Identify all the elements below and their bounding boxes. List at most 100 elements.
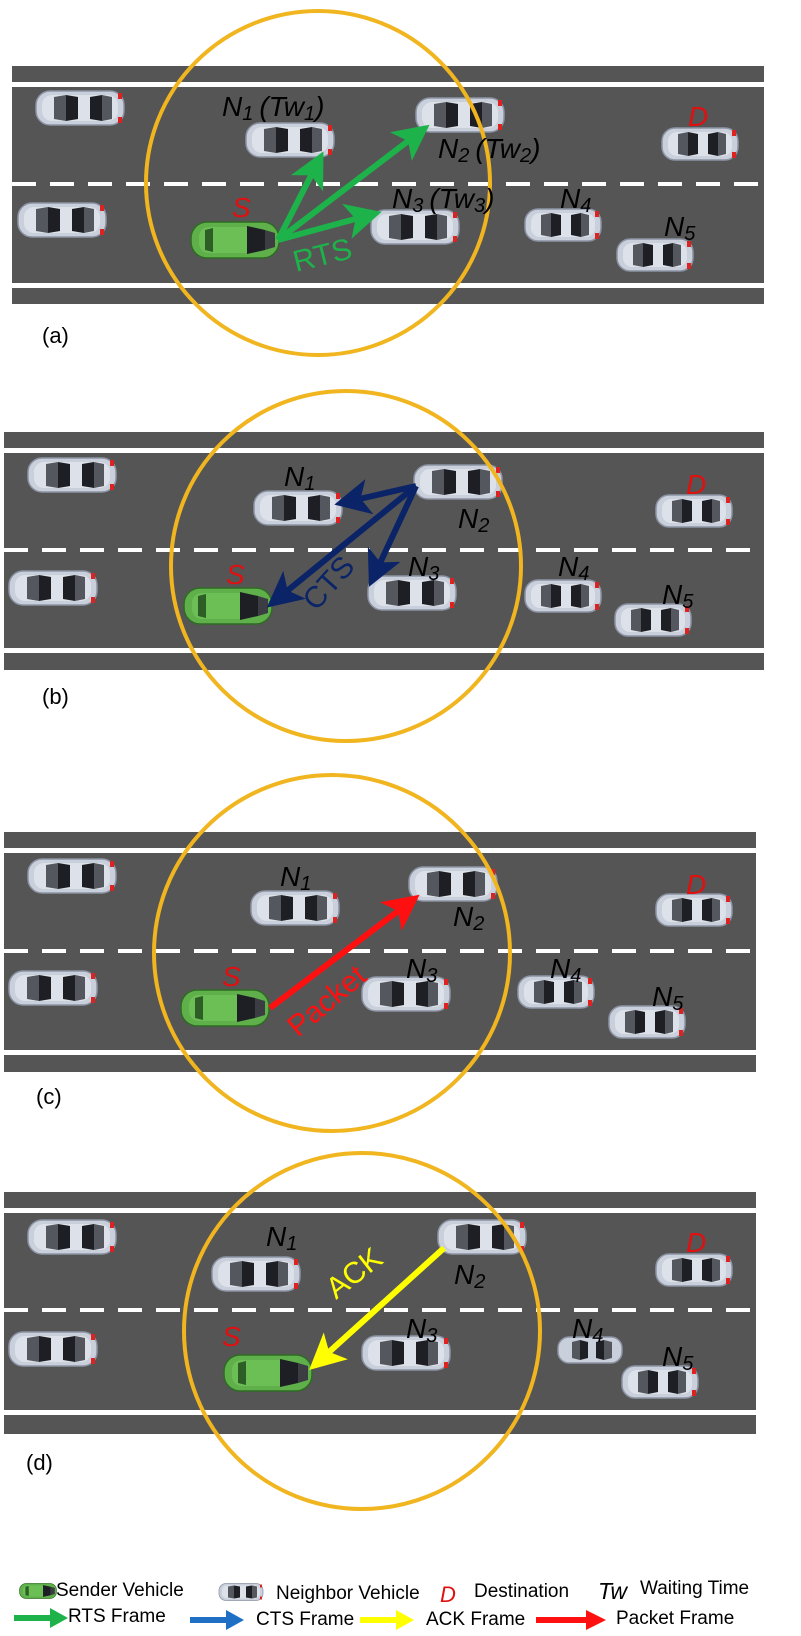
n3-label: N3	[406, 953, 437, 987]
cts-arrows	[266, 479, 419, 608]
neighbor-car-n1	[253, 490, 343, 526]
cts-arrow	[266, 483, 418, 608]
cts-arrow	[334, 479, 417, 515]
n2-label: N2	[458, 503, 489, 537]
n1-label: N1(Tw1)	[222, 91, 324, 125]
cts-arrow-legend-icon	[190, 1610, 244, 1630]
n3-label: N3	[406, 1313, 437, 1347]
neighbor-car-n2	[408, 866, 498, 902]
sender-label: S	[222, 961, 241, 992]
neighbor-car	[27, 858, 117, 894]
legend-packet-frame: Packet Frame	[616, 1608, 735, 1629]
sender-car	[183, 587, 273, 625]
legend-destination: Destination	[474, 1581, 570, 1602]
neighbor-car-d	[655, 1253, 733, 1287]
rts-arrow	[277, 203, 382, 243]
neighbor-car-n1	[245, 122, 335, 158]
panel-label: (c)	[36, 1084, 62, 1109]
road-edge-line	[4, 1410, 756, 1415]
sender-car	[223, 1354, 313, 1392]
neighbor-car-n4	[524, 579, 602, 613]
transmission-range-circle	[182, 1151, 542, 1511]
destination-label: D	[686, 469, 706, 500]
n1-label: N1	[280, 861, 311, 895]
neighbor-car-d	[661, 127, 739, 161]
neighbor-car	[8, 1331, 98, 1367]
neighbor-car-n5	[616, 238, 694, 272]
n3-label: N3	[408, 551, 439, 585]
cts-arrow	[367, 484, 419, 587]
n3-label: N3(Tw3)	[392, 183, 494, 217]
panel-d: ACK S D N1 N2 N3 N4 N5 (d)	[0, 1151, 801, 1572]
legend-tw-symbol: Tw	[598, 1578, 627, 1604]
n5-label: N5	[662, 1341, 694, 1375]
road-edge-line	[4, 448, 764, 453]
neighbor-car-n1	[211, 1256, 301, 1292]
neighbor-car	[17, 202, 107, 238]
rts-arrows	[275, 124, 430, 243]
n1-label: N1	[266, 1221, 297, 1255]
road-edge-line	[12, 82, 764, 87]
destination-label: D	[686, 869, 706, 900]
road-edge-line	[12, 283, 764, 288]
n4-label: N4	[550, 953, 581, 987]
destination-label: D	[688, 101, 708, 132]
neighbor-car	[27, 457, 117, 493]
neighbor-car-n1	[250, 890, 340, 926]
n1-label: N1	[284, 461, 315, 495]
legend-destination-symbol: D	[440, 1582, 456, 1607]
panel-b-diagram: CTS S D N1 N2 N3 N4 N5	[4, 389, 764, 743]
n5-label: N5	[664, 211, 696, 245]
n2-label: N2(Tw2)	[438, 133, 540, 167]
n4-label: N4	[572, 1313, 603, 1347]
panel-b: CTS S D N1 N2 N3 N4 N5 (b)	[0, 380, 801, 780]
n5-label: N5	[652, 981, 684, 1015]
transmission-range-circle	[169, 389, 523, 743]
sender-label: S	[232, 192, 251, 223]
neighbor-car	[27, 1219, 117, 1255]
rts-arrow-legend-icon	[14, 1608, 68, 1628]
sender-car	[180, 989, 270, 1027]
neighbor-car-legend-icon	[218, 1583, 264, 1601]
panel-label: (a)	[42, 323, 69, 348]
legend-neighbor-vehicle: Neighbor Vehicle	[276, 1583, 420, 1604]
sender-car-legend-icon	[19, 1583, 57, 1599]
sender-car	[190, 221, 280, 259]
legend-waiting-time: Waiting Time	[640, 1578, 750, 1599]
rts-arrow	[276, 124, 430, 243]
neighbor-car	[8, 570, 98, 606]
packet-arrow	[268, 894, 420, 1011]
rts-arrow	[275, 151, 324, 242]
destination-label: D	[686, 1227, 706, 1258]
transmission-range-circle	[144, 9, 492, 357]
legend-cts-frame: CTS Frame	[256, 1609, 355, 1630]
n4-label: N4	[558, 551, 589, 585]
road-edge-line	[4, 1050, 756, 1055]
legend-ack-frame: ACK Frame	[426, 1609, 526, 1630]
packet-arrow-legend-icon	[536, 1610, 606, 1630]
panel-a: RTS S D N1(Tw1) N2(Tw2) N3(Tw3) N4 N5 (a…	[0, 0, 801, 380]
neighbor-car	[8, 970, 98, 1006]
n5-label: N5	[662, 579, 694, 613]
road-edge-line	[4, 848, 756, 853]
neighbor-car-n2	[413, 464, 503, 500]
legend-rts-frame: RTS Frame	[68, 1606, 166, 1627]
panel-d-diagram: ACK S D N1 N2 N3 N4 N5	[4, 1151, 756, 1511]
panel-a-diagram: RTS S D N1(Tw1) N2(Tw2) N3(Tw3) N4 N5	[12, 9, 764, 357]
n2-label: N2	[454, 1259, 485, 1293]
neighbor-car	[35, 90, 125, 126]
n4-label: N4	[560, 183, 591, 217]
road-edge-line	[4, 1208, 756, 1213]
panel-label: (b)	[42, 684, 69, 709]
panel-c-diagram: Packet S D N1 N2 N3 N4 N5	[4, 773, 756, 1133]
ack-arrow	[309, 1245, 447, 1371]
transmission-range-circle	[152, 773, 512, 1133]
ack-arrow-legend-icon	[360, 1610, 414, 1630]
legend: Sender Vehicle Neighbor Vehicle D Destin…	[0, 1572, 801, 1636]
legend-sender-vehicle: Sender Vehicle	[56, 1580, 184, 1601]
panel-label: (d)	[26, 1450, 53, 1475]
panel-c: Packet S D N1 N2 N3 N4 N5 (c)	[0, 773, 801, 1160]
sender-label: S	[222, 1321, 241, 1352]
neighbor-car-n2	[415, 97, 505, 133]
road-edge-line	[4, 648, 764, 653]
